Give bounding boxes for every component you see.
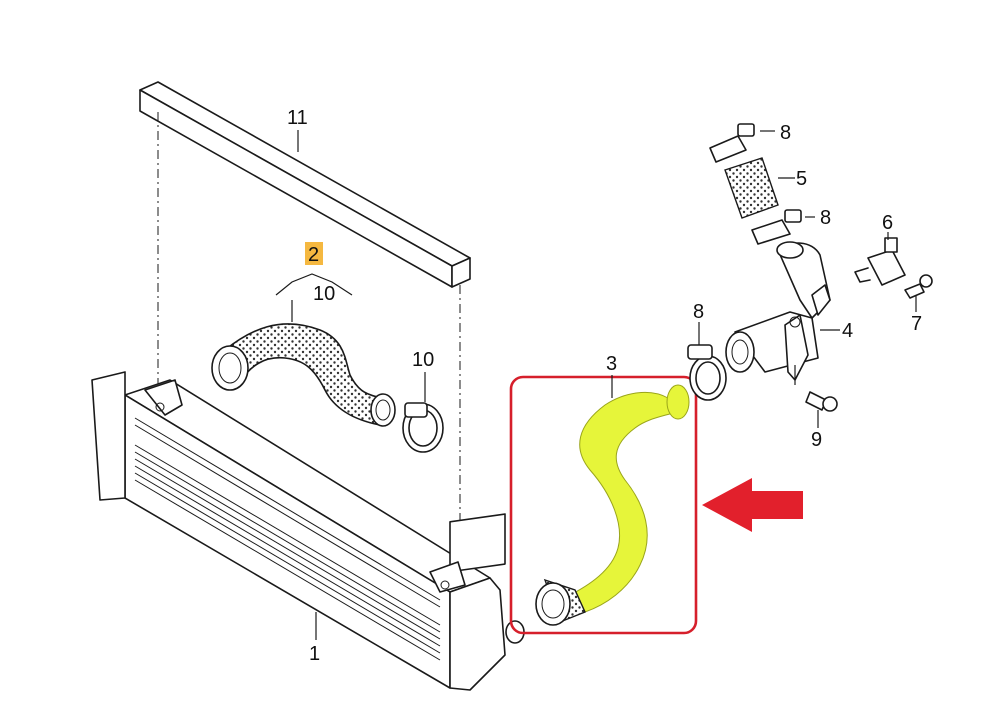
callout-7: 7 <box>911 313 922 335</box>
clamp-part <box>402 372 444 453</box>
callout-3: 3 <box>606 353 617 375</box>
sensor-part <box>854 232 906 286</box>
bolt-9-part <box>805 391 838 428</box>
bracket-2 <box>275 273 353 296</box>
highlighted-hose-part <box>535 384 690 626</box>
callout-8a: 8 <box>780 122 791 144</box>
callout-11: 11 <box>287 107 308 129</box>
callout-4: 4 <box>842 320 853 342</box>
callout-5: 5 <box>796 168 807 190</box>
intercooler-part <box>91 371 525 691</box>
callout-8b: 8 <box>820 207 831 229</box>
bolt-part <box>751 209 815 245</box>
upper-hose-part <box>211 323 396 427</box>
highlight-frame <box>509 375 698 635</box>
label-2-highlight <box>305 242 323 265</box>
crossbar-part <box>139 81 471 288</box>
arrow-left-icon <box>702 478 803 532</box>
callout-2: 2 <box>308 244 319 266</box>
callout-9: 9 <box>811 429 822 451</box>
bolt-part <box>709 123 775 163</box>
callout-10: 10 <box>412 349 434 371</box>
small-bolt-part <box>904 274 933 312</box>
callout-1: 1 <box>309 643 320 665</box>
clamp-8-part <box>687 322 727 401</box>
callout-8c: 8 <box>693 301 704 323</box>
callout-6: 6 <box>882 212 893 234</box>
gasket-part <box>724 157 795 219</box>
connector-pipe-part <box>725 241 840 385</box>
callout-2-sub: 10 <box>313 283 335 305</box>
